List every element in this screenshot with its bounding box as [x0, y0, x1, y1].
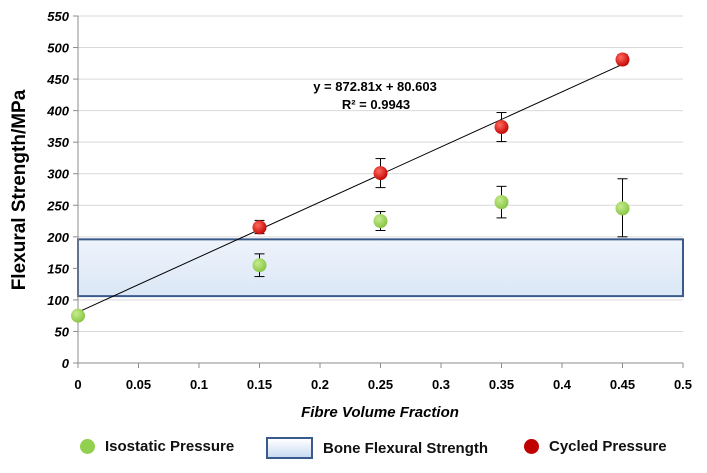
trendline-r2: R² = 0.9943 — [342, 97, 410, 112]
y-tick-label: 150 — [47, 261, 69, 276]
x-tick-label: 0.15 — [247, 377, 272, 392]
trendline-equation: y = 872.81x + 80.603 — [313, 79, 437, 94]
legend-label-isostatic: Isostatic Pressure — [105, 438, 235, 455]
legend-item-isostatic: Isostatic Pressure — [80, 438, 234, 455]
point-cycled-pressure — [494, 120, 509, 135]
y-tick-label: 250 — [46, 198, 69, 213]
x-tick-label: 0.35 — [489, 377, 514, 392]
x-tick-label: 0.3 — [432, 377, 450, 392]
y-tick-label: 350 — [47, 135, 69, 150]
legend-dot-isostatic — [80, 439, 95, 454]
legend-swatch-band — [266, 437, 313, 459]
x-tick-label: 0.05 — [126, 377, 151, 392]
point-isostatic-pressure — [494, 195, 509, 210]
point-isostatic-pressure — [252, 258, 267, 273]
y-tick-label: 100 — [47, 293, 69, 308]
legend-label-cycled: Cycled Pressure — [549, 438, 667, 455]
y-tick-label: 500 — [47, 41, 69, 56]
y-tick-label: 400 — [46, 104, 69, 119]
point-isostatic-pressure — [615, 201, 630, 216]
x-tick-label: 0.25 — [368, 377, 393, 392]
point-cycled-pressure — [373, 166, 388, 181]
x-tick-label: 0.1 — [190, 377, 208, 392]
legend-label-band: Bone Flexural Strength — [323, 439, 489, 457]
y-tick-label: 0 — [62, 356, 70, 371]
point-cycled-pressure — [615, 52, 630, 67]
x-tick-label: 0.4 — [553, 377, 572, 392]
x-tick-label: 0 — [74, 377, 81, 392]
trendline — [77, 63, 623, 313]
legend: Isostatic Pressure Bone Flexural Strengt… — [0, 437, 707, 462]
bone-strength-band — [77, 238, 684, 298]
band-rect — [77, 238, 684, 298]
legend-item-cycled: Cycled Pressure — [524, 438, 667, 455]
data-points — [71, 52, 630, 323]
tick-labels: 0 0.05 0.1 0.15 0.2 0.25 0.3 0.35 0.4 0.45 0.5 0 50 1… — [46, 9, 692, 392]
y-tick-label: 550 — [47, 9, 69, 24]
point-isostatic-pressure — [373, 214, 388, 229]
y-tick-label: 300 — [47, 167, 69, 182]
point-isostatic-pressure — [71, 308, 85, 323]
legend-dot-cycled — [524, 439, 539, 454]
y-axis-title: Flexural Strength/MPa — [9, 89, 30, 290]
x-axis-title: Fibre Volume Fraction — [301, 404, 459, 421]
legend-item-band: Bone Flexural Strength — [266, 437, 488, 459]
y-tick-label: 50 — [55, 324, 70, 339]
point-cycled-pressure — [252, 220, 267, 235]
x-tick-label: 0.45 — [610, 377, 635, 392]
y-tick-label: 450 — [46, 72, 69, 87]
y-tick-label: 200 — [46, 230, 69, 245]
trendline-path — [77, 63, 623, 313]
x-tick-label: 0.5 — [674, 377, 692, 392]
axes — [73, 15, 684, 368]
x-tick-label: 0.2 — [311, 377, 329, 392]
